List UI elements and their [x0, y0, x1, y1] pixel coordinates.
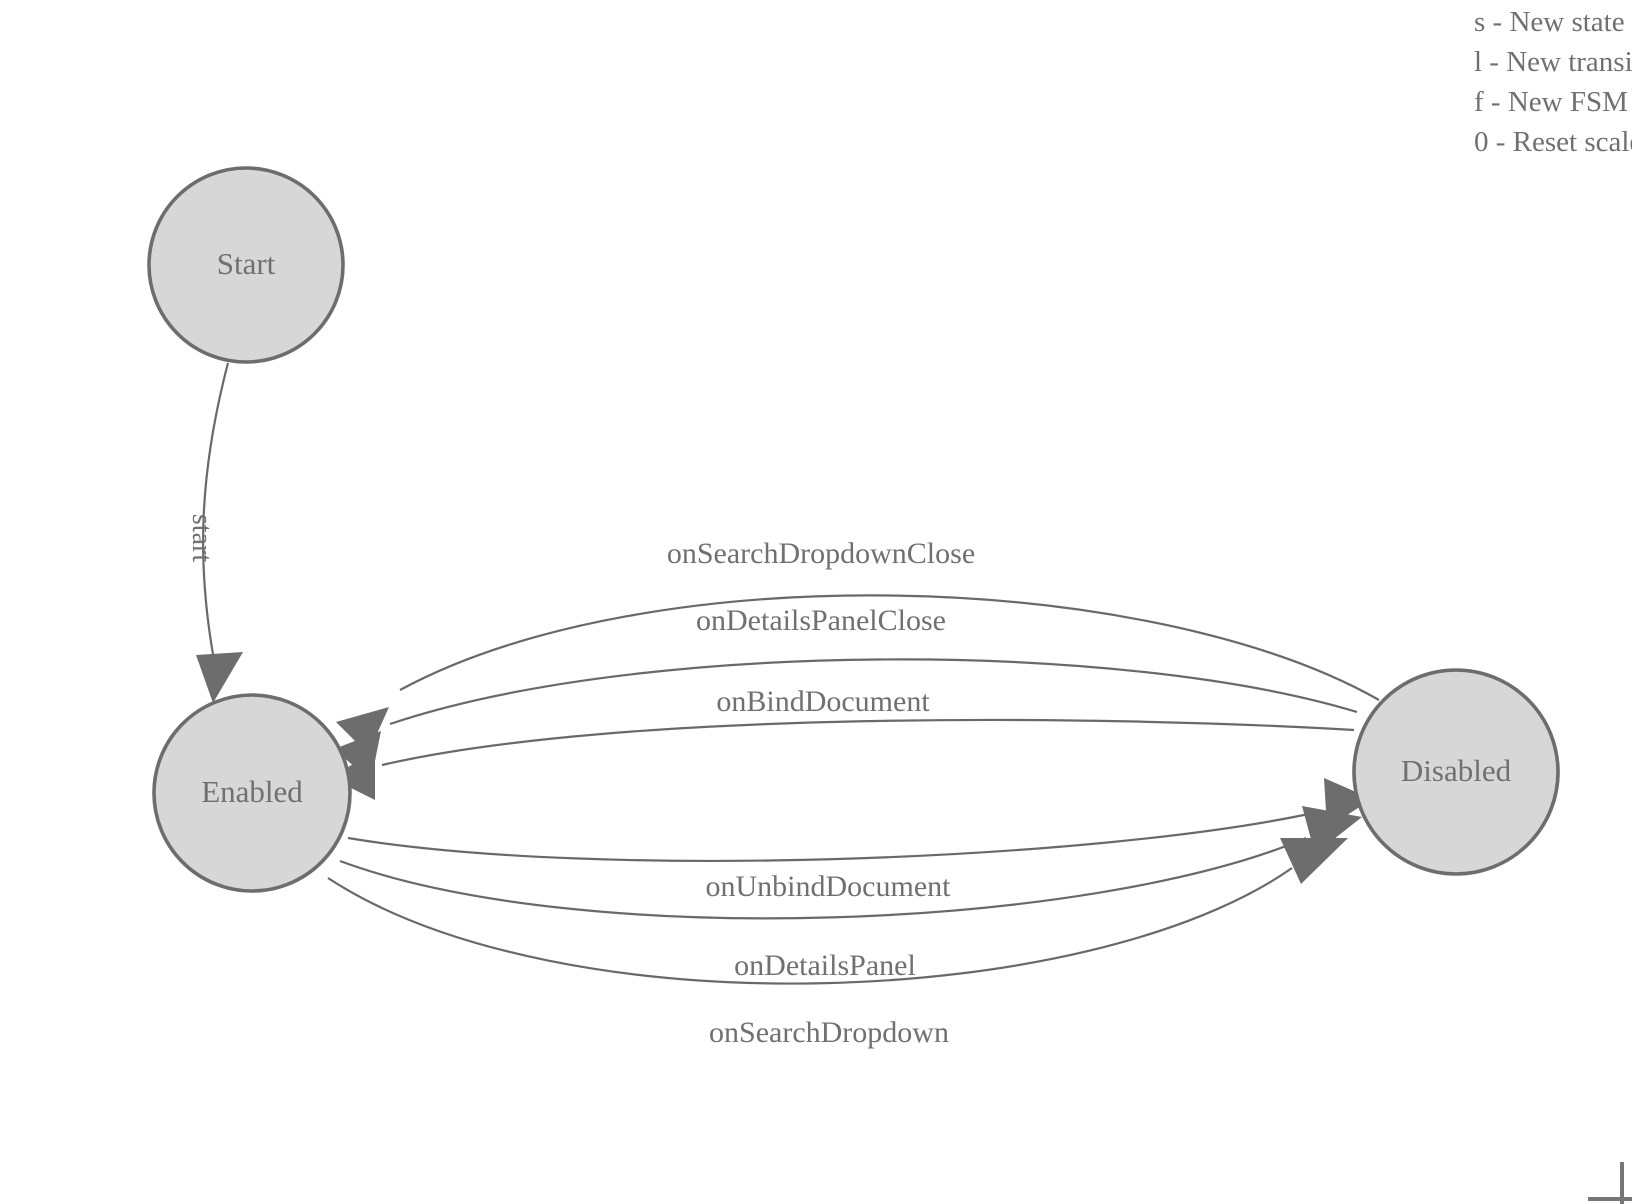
node-start-circle[interactable] — [147, 166, 345, 364]
transition-onsearchdropdownclose-path[interactable] — [399, 594, 1380, 701]
node-start[interactable]: Start — [147, 166, 345, 364]
transition-onsearchdropdown[interactable] — [327, 838, 1348, 985]
node-disabled[interactable]: Disabled — [1352, 668, 1560, 876]
resize-corner-horizontal-bar — [1588, 1197, 1632, 1201]
transition-onbinddocument-label: onBindDocument — [716, 685, 930, 718]
transition-start[interactable] — [196, 362, 243, 703]
transition-onsearchdropdown-path[interactable] — [327, 867, 1293, 985]
transition-onbinddocument-arrowhead — [331, 750, 375, 800]
transition-onunbinddocument[interactable] — [347, 778, 1372, 862]
transition-ondetailspanel-path[interactable] — [339, 836, 1307, 920]
transition-ondetailspanelclose-path[interactable] — [389, 658, 1358, 726]
transition-start-label: start — [186, 514, 217, 562]
transition-onunbinddocument-path[interactable] — [347, 810, 1319, 862]
transition-onbinddocument[interactable] — [331, 718, 1355, 800]
transition-onsearchdropdownclose[interactable] — [336, 594, 1380, 754]
node-enabled-circle[interactable] — [152, 693, 352, 893]
transition-onsearchdropdown-arrowhead — [1280, 838, 1348, 884]
transition-start-path[interactable] — [201, 362, 230, 661]
transition-onbinddocument-path[interactable] — [381, 718, 1355, 767]
transition-onsearchdropdownclose-arrowhead — [336, 707, 389, 754]
transition-start-arrowhead — [196, 652, 243, 703]
transition-ondetailspanelclose-label: onDetailsPanelClose — [696, 604, 946, 637]
transition-onsearchdropdownclose-label: onSearchDropdownClose — [667, 537, 975, 570]
node-disabled-label: Disabled — [1401, 753, 1512, 788]
node-enabled-label: Enabled — [201, 774, 303, 809]
node-start-label: Start — [217, 246, 276, 281]
transition-ondetailspanel-label: onDetailsPanel — [734, 949, 916, 982]
transition-onsearchdropdown-label: onSearchDropdown — [709, 1016, 949, 1049]
node-enabled[interactable]: Enabled — [152, 693, 352, 893]
node-disabled-circle[interactable] — [1352, 668, 1560, 876]
transition-ondetailspanelclose[interactable] — [334, 658, 1358, 781]
resize-corner-handle[interactable] — [1588, 1162, 1632, 1204]
resize-corner-vertical-bar — [1620, 1162, 1624, 1204]
transition-onunbinddocument-label: onUnbindDocument — [706, 870, 952, 903]
